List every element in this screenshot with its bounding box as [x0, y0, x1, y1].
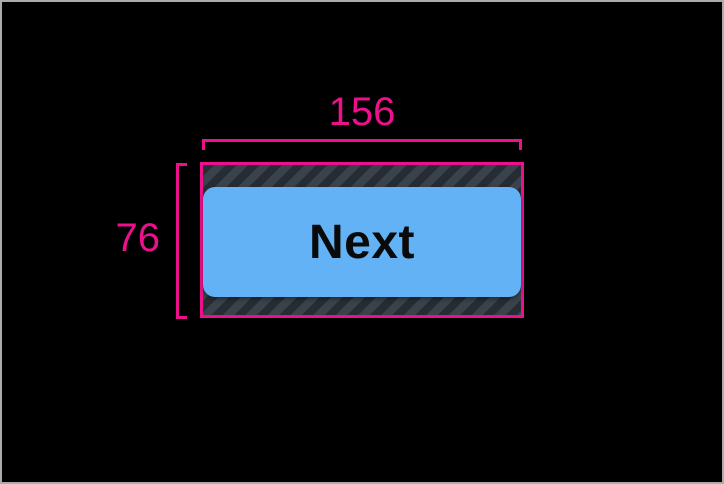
width-dimension-label: 156	[328, 90, 396, 134]
height-dimension-label: 76	[115, 216, 161, 260]
selection-outline-with-padding-hatch: Next	[200, 162, 524, 318]
next-button-label: Next	[308, 215, 416, 269]
height-measurement-bracket	[176, 163, 187, 319]
width-measurement-bracket	[202, 139, 522, 150]
next-button[interactable]: Next	[203, 187, 521, 297]
